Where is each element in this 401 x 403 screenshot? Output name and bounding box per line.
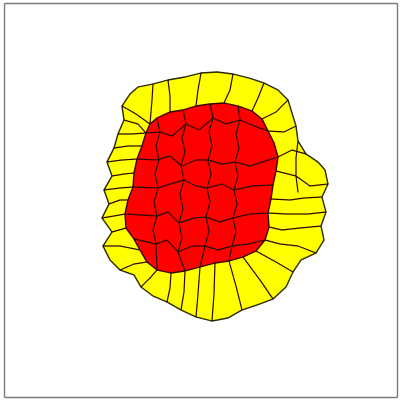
cell-cluster-diagram (0, 0, 401, 403)
diagram-frame (0, 0, 401, 403)
